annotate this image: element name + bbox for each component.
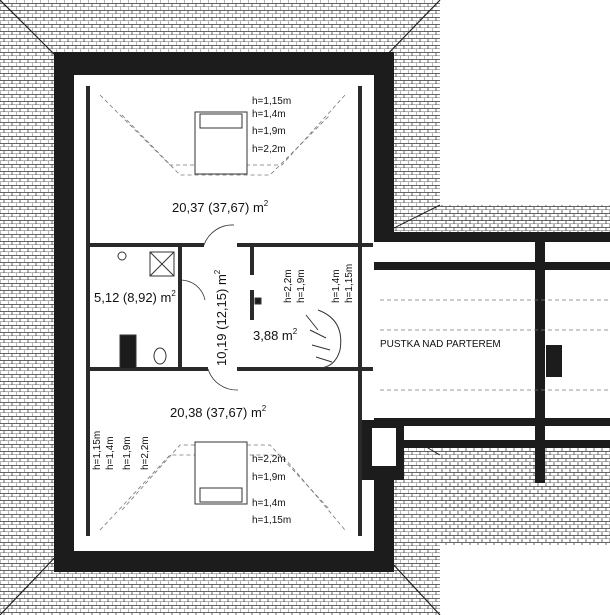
- height-bm-4: h=1,15m: [252, 515, 291, 526]
- height-bl-2: h=1,4m: [105, 436, 116, 470]
- height-bl-3: h=1,9m: [122, 436, 133, 470]
- height-corr-4: h=1,15m: [344, 264, 355, 303]
- height-bl-4: h=2,2m: [140, 436, 151, 470]
- height-corr-3: h=1,4m: [331, 269, 342, 303]
- height-corr-1: h=2,2m: [283, 269, 294, 303]
- height-top-4: h=2,2m: [252, 144, 286, 155]
- bathroom-fixtures: [117, 251, 175, 370]
- staircase: [254, 297, 342, 369]
- bedroom-bottom-area: 20,38 (37,67) m2: [170, 404, 267, 420]
- bedroom-top-area: 20,37 (37,67) m2: [172, 199, 269, 215]
- doors: [179, 224, 239, 391]
- partitions: [86, 86, 373, 536]
- bed-bottom: [194, 441, 248, 505]
- height-top-2: h=1,4m: [252, 109, 286, 120]
- bed-top: [194, 111, 248, 175]
- height-bm-2: h=1,9m: [252, 472, 286, 483]
- bathroom-area: 5,12 (8,92) m2: [94, 289, 176, 305]
- corridor-area: 10,19 (12,15) m2: [213, 269, 229, 366]
- void-label: PUSTKA NAD PARTEREM: [380, 339, 501, 350]
- height-bm-3: h=1,4m: [252, 498, 286, 509]
- height-bl-1: h=1,15m: [92, 431, 103, 470]
- height-top-3: h=1,9m: [252, 126, 286, 137]
- height-bm-1: h=2,2m: [252, 454, 286, 465]
- height-top-1: h=1,15m: [252, 96, 291, 107]
- stair-area: 3,88 m2: [253, 327, 298, 343]
- chimney: [546, 345, 562, 377]
- height-corr-2: h=1,9m: [296, 269, 307, 303]
